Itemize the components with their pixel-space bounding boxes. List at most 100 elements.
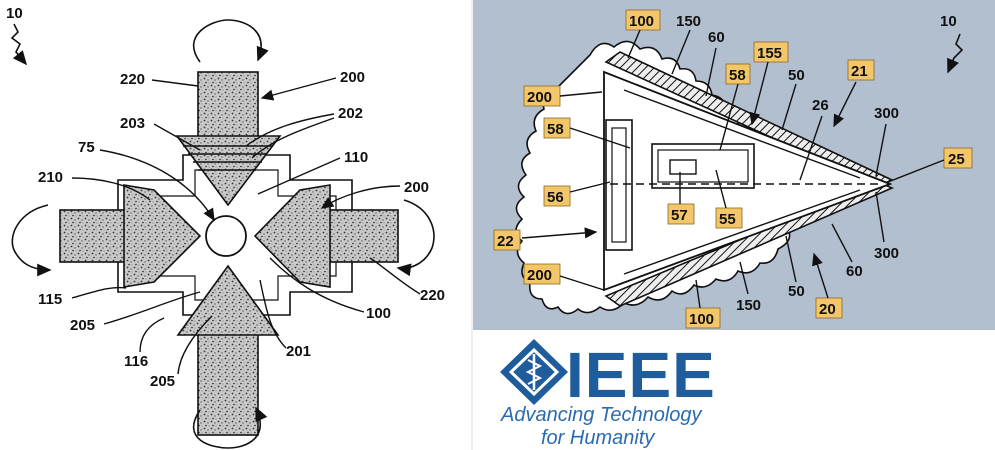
ieee-logo: IEEE Advancing Technology for Humanity xyxy=(500,339,715,449)
leader-220-top xyxy=(151,79,199,87)
label-220-right: 220 xyxy=(420,287,445,304)
tag-100-bottom: 100 xyxy=(685,307,721,329)
label-116: 116 xyxy=(124,353,148,370)
leader-t58-left xyxy=(569,127,631,149)
bottom-block xyxy=(197,329,259,436)
tag-155: 155 xyxy=(753,41,789,63)
tag-50-top: 50 xyxy=(788,67,805,84)
leader-t60-top xyxy=(705,47,717,97)
leader-75 xyxy=(99,149,215,222)
leader-116 xyxy=(139,317,165,353)
label-220-top: 220 xyxy=(120,71,145,88)
right-rotation-arrow xyxy=(396,199,435,277)
tag-55: 55 xyxy=(715,207,743,229)
leader-201 xyxy=(259,279,287,349)
tag-22: 22 xyxy=(493,229,521,251)
leader-100 xyxy=(269,257,365,313)
right-figure: 10 100 150 60 155 58 50 21 200 26 300 58… xyxy=(473,0,995,330)
leader-t150-top xyxy=(671,29,691,75)
left-panel xyxy=(605,119,633,251)
right-wedge xyxy=(253,184,331,288)
leader-203 xyxy=(153,123,201,151)
tag-100-top: 100 xyxy=(625,9,661,31)
tag-20: 20 xyxy=(815,297,843,319)
leader-t100-top xyxy=(627,29,641,59)
tag-200-top: 200 xyxy=(523,85,561,107)
bottom-rotation-arrow xyxy=(192,406,268,449)
svg-text:200: 200 xyxy=(527,267,552,284)
svg-text:150: 150 xyxy=(676,13,701,30)
leader-t58-mid xyxy=(719,83,739,151)
left-rotation-arrow xyxy=(11,204,52,277)
svg-text:25: 25 xyxy=(948,151,965,168)
leader-t300-top xyxy=(875,123,887,177)
left-panel-inner xyxy=(611,127,627,243)
tag-25: 25 xyxy=(943,147,973,169)
ieee-diamond-icon xyxy=(500,339,568,405)
label-202: 202 xyxy=(338,105,363,122)
leader-200-top xyxy=(260,77,337,101)
leader-202-b xyxy=(251,117,335,159)
tag-60-bottom: 60 xyxy=(846,263,863,280)
tag-58-left: 58 xyxy=(543,117,571,139)
top-rotation-arrow xyxy=(192,19,269,63)
svg-text:55: 55 xyxy=(719,211,736,228)
svg-text:56: 56 xyxy=(547,189,564,206)
leader-t55 xyxy=(715,169,727,209)
leader-220-right xyxy=(369,257,421,295)
svg-text:58: 58 xyxy=(547,121,564,138)
leader-115 xyxy=(71,286,127,299)
center-module-inner xyxy=(657,149,749,183)
leader-t25 xyxy=(887,159,945,183)
tag-150-top: 150 xyxy=(676,13,701,30)
svg-text:150: 150 xyxy=(736,297,761,314)
ieee-tagline-1: Advancing Technology xyxy=(500,404,703,426)
small-component xyxy=(669,159,697,175)
tag-300-bottom: 300 xyxy=(874,245,899,262)
tag-56: 56 xyxy=(543,185,571,207)
leader-205-a xyxy=(103,291,201,325)
label-200-right: 200 xyxy=(404,179,429,196)
label-205-a: 205 xyxy=(70,317,95,334)
leader-t150-bottom xyxy=(739,261,749,295)
label-200-top: 200 xyxy=(340,69,365,86)
leader-t200-bottom xyxy=(559,275,605,291)
svg-text:26: 26 xyxy=(812,97,829,114)
leader-110 xyxy=(257,157,341,195)
label-115: 115 xyxy=(38,291,62,308)
svg-text:60: 60 xyxy=(708,29,725,46)
svg-text:200: 200 xyxy=(527,89,552,106)
leader-t100-bottom xyxy=(695,279,701,309)
tag-58-mid: 58 xyxy=(725,63,751,85)
label-75: 75 xyxy=(78,139,95,156)
label-203: 203 xyxy=(120,115,145,132)
tag-21: 21 xyxy=(847,59,875,81)
leader-205-b xyxy=(177,315,213,375)
leader-t21 xyxy=(833,81,857,128)
svg-text:21: 21 xyxy=(851,63,868,80)
triangle-inner-top xyxy=(623,89,861,179)
svg-text:100: 100 xyxy=(689,311,714,328)
svg-text:20: 20 xyxy=(819,301,836,318)
tag-50-bottom: 50 xyxy=(788,283,805,300)
label-205-b: 205 xyxy=(150,373,175,390)
svg-text:57: 57 xyxy=(671,207,688,224)
leader-202-a xyxy=(245,113,335,147)
label-110: 110 xyxy=(344,149,368,166)
bottom-wedge xyxy=(176,264,280,336)
left-figure: 10 220 200 203 202 xyxy=(0,0,472,450)
leader-t20 xyxy=(812,252,829,299)
leader-t300-bottom xyxy=(875,191,885,243)
label-210: 210 xyxy=(38,169,63,186)
tag-200-bottom: 200 xyxy=(523,263,561,285)
triangle-inner-bottom xyxy=(623,189,861,275)
svg-text:60: 60 xyxy=(846,263,863,280)
tag-26: 26 xyxy=(812,97,829,114)
svg-text:300: 300 xyxy=(874,105,899,122)
svg-text:300: 300 xyxy=(874,245,899,262)
right-block xyxy=(319,209,399,263)
leader-t56 xyxy=(569,181,611,193)
leader-210 xyxy=(71,177,151,201)
leader-t50-bottom xyxy=(785,235,797,283)
leader-t60-bottom xyxy=(831,223,853,263)
